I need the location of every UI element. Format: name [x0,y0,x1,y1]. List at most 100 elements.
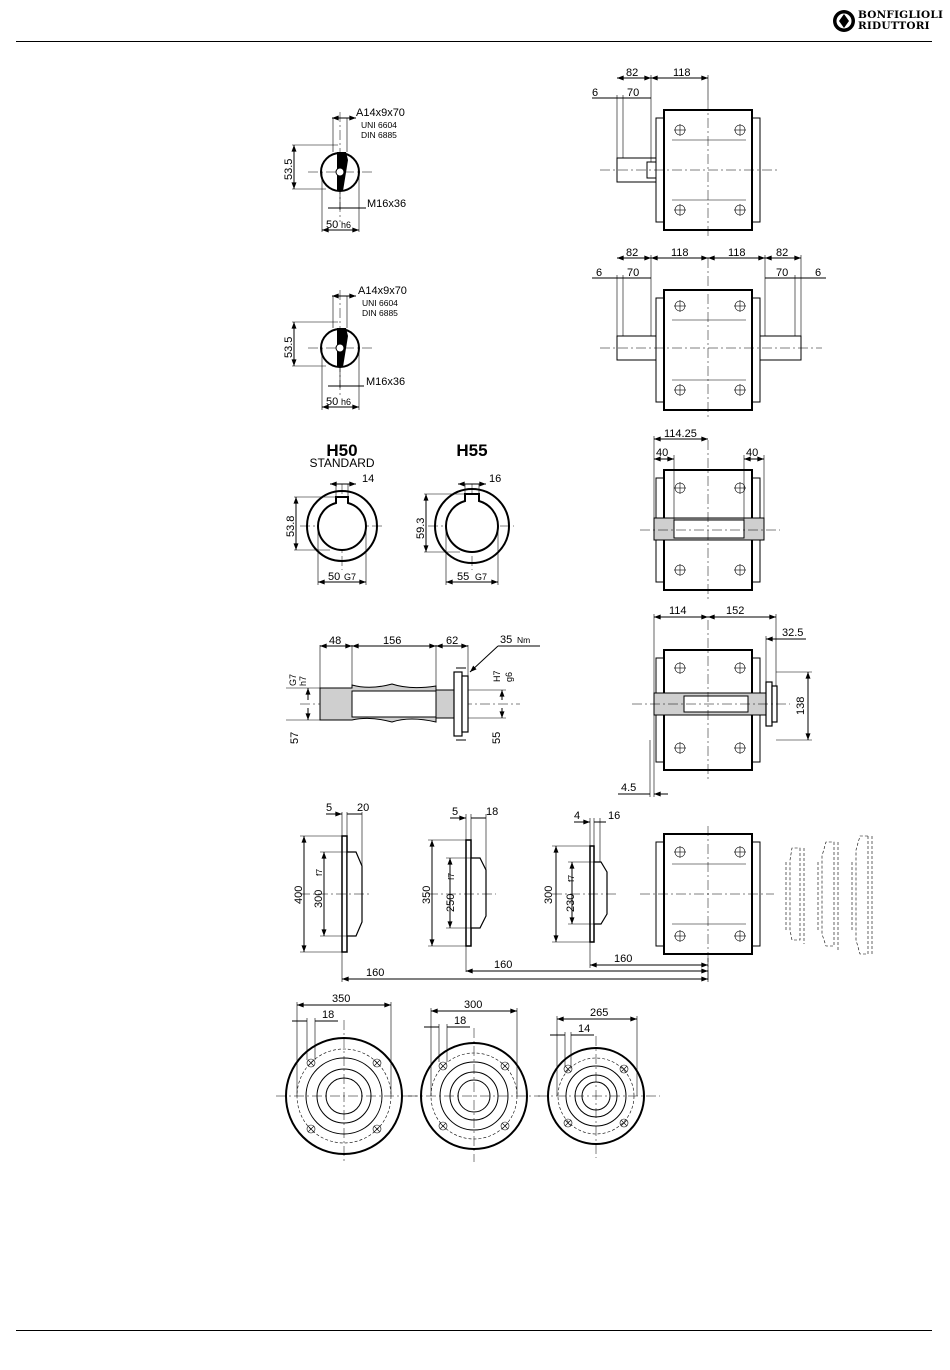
shaft-b-dia-label: 50 [326,396,338,408]
side2-dim-118b: 118 [728,247,746,259]
flange3-pilot: 230 [565,894,577,912]
flange2-width: 18 [486,806,498,818]
side-view-double-shaft: 82 118 118 82 6 70 70 6 [592,247,826,418]
brand-emblem-icon [833,10,855,32]
side-view-single-shaft: 82 118 6 70 [592,67,780,238]
h50-key-label: 14 [362,473,374,485]
footer-rule [16,1330,932,1331]
shrink-tol-g6: g6 [504,672,514,682]
hollow-shaft-h55: H55 16 59.3 55 G7 [415,441,514,585]
flange-profile-350: 5 18 350 250 f7 [421,806,498,947]
shaft-b-std1-label: UNI 6604 [362,298,398,308]
solid-shaft-detail-a: A14x9x70 UNI 6604 DIN 6885 53.5 M16x36 5… [283,107,406,233]
side1-dim-118: 118 [673,67,691,79]
shaft-a-thread-label: M16x36 [367,198,406,210]
shrink-dim-57: 57 [289,732,301,744]
flange1-od: 400 [293,886,305,904]
shaft-b-key-label: A14x9x70 [358,285,407,297]
brand-name-line1: BONFIGLIOLI [858,9,944,21]
side3-dim-40a: 40 [656,447,668,459]
side-view-shrink-disc: 114 152 32.5 138 4.5 [618,605,812,797]
h55-key-label: 16 [489,473,501,485]
flange1-thickness: 5 [326,802,332,814]
hollow-shaft-h50: H50 STANDARD 14 53.8 50 G7 [285,441,384,585]
shaft-a-std1-label: UNI 6604 [361,120,397,130]
flange2-od: 350 [421,886,433,904]
brand-logo: BONFIGLIOLI RIDUTTORI [832,7,943,37]
h50-tol-label: G7 [344,572,356,582]
side4-dim-138: 138 [795,697,807,715]
flange-dist-3: 160 [614,953,632,965]
h50-height-label: 53.8 [285,516,297,537]
side-view-hollow-shaft: 114.25 40 40 [640,428,780,600]
flange-front2-hole: 18 [454,1015,466,1027]
flange1-pilot: 300 [313,890,325,908]
side3-dim-114.25: 114.25 [664,428,697,440]
side4-dim-32.5: 32.5 [782,627,803,639]
side1-dim-6: 6 [592,87,598,99]
flange3-od: 300 [543,886,555,904]
flange1-width: 20 [357,802,369,814]
shrink-dim-156: 156 [383,635,401,647]
flange-front-350: 350 18 [276,993,420,1162]
shaft-b-std2-label: DIN 6885 [362,308,398,318]
gearbox-flange-view: 160 160 160 [341,826,873,982]
side2-dim-6b: 6 [815,267,821,279]
solid-shaft-detail-b: A14x9x70 UNI 6604 DIN 6885 53.5 M16x36 5… [283,285,407,410]
shaft-b-height-label: 53.5 [283,337,295,358]
flange-front1-hole: 18 [322,1009,334,1021]
flange-front-265: 265 14 [538,1007,660,1158]
side3-dim-40b: 40 [746,447,758,459]
h55-tol-label: G7 [475,572,487,582]
flange2-tol: f7 [446,873,456,880]
shaft-b-tol-label: h6 [341,397,351,407]
h50-dia-label: 50 [328,571,340,583]
h55-dia-label: 55 [457,571,469,583]
brand-name-line2: RIDUTTORI [858,20,930,32]
flange3-width: 16 [608,810,620,822]
shrink-dim-62: 62 [446,635,458,647]
side4-dim-4.5: 4.5 [621,782,636,794]
flange-front3-pcd: 265 [590,1007,608,1019]
h55-title: H55 [456,441,487,460]
h55-height-label: 59.3 [415,518,427,539]
shrink-dim-55: 55 [491,732,503,744]
flange-dist-1: 160 [366,967,384,979]
side2-dim-82b: 82 [776,247,788,259]
flange2-thickness: 5 [452,806,458,818]
side1-dim-70: 70 [627,87,639,99]
flange2-pilot: 250 [445,894,457,912]
shrink-tol-H7: H7 [492,670,502,682]
shrink-tol-G7: G7 [288,674,298,686]
shaft-a-height-label: 53.5 [283,159,295,180]
h50-title: H50 [326,441,357,460]
side2-dim-70b: 70 [776,267,788,279]
shaft-a-std2-label: DIN 6885 [361,130,397,140]
side2-dim-118a: 118 [671,247,689,259]
side4-dim-152: 152 [726,605,744,617]
flange-front1-pcd: 350 [332,993,350,1005]
shrink-torque-unit: Nm [517,635,530,645]
shaft-a-tol-label: h6 [341,220,351,230]
shrink-disc-shaft-section: 48 156 62 35 Nm G7 h7 57 H7 g6 55 [286,634,540,744]
side2-dim-82a: 82 [626,247,638,259]
side4-dim-114: 114 [669,605,687,617]
shrink-tol-h7: h7 [298,676,308,686]
h50-subtitle: STANDARD [309,456,374,470]
shaft-a-dia-label: 50 [326,219,338,231]
flange-front2-pcd: 300 [464,999,482,1011]
side2-dim-70a: 70 [627,267,639,279]
side2-dim-6a: 6 [596,267,602,279]
flange-front3-hole: 14 [578,1023,590,1035]
flange-profile-300: 4 16 300 230 f7 [543,810,620,943]
flange-dist-2: 160 [494,959,512,971]
shrink-torque-value: 35 [500,634,512,646]
shaft-b-thread-label: M16x36 [366,376,405,388]
side1-dim-82: 82 [626,67,638,79]
flange1-tol: f7 [314,869,324,876]
shaft-a-key-label: A14x9x70 [356,107,405,119]
flange3-tol: f7 [566,875,576,882]
header-rule [16,41,932,42]
